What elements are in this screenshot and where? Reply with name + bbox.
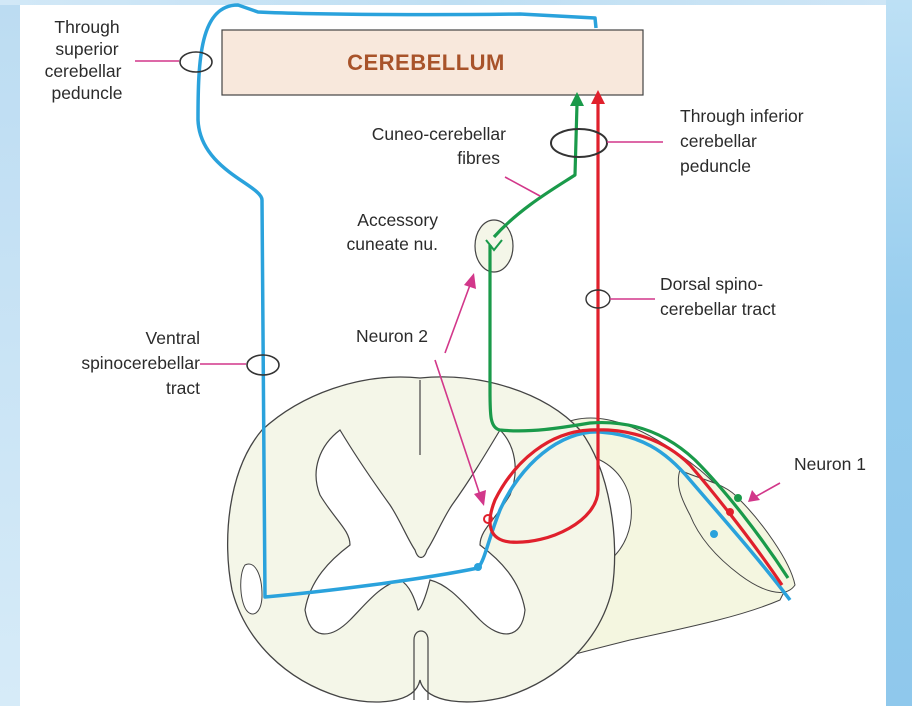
- label-accessory-2: cuneate nu.: [347, 234, 438, 254]
- label-inferior-peduncle-3: peduncle: [680, 156, 751, 176]
- label-inferior-peduncle-1: Through inferior: [680, 106, 804, 126]
- ventral-neuron2-soma: [474, 563, 482, 571]
- label-superior-peduncle-4: peduncle: [51, 83, 122, 103]
- label-inferior-peduncle-2: cerebellar: [680, 131, 757, 151]
- label-ventral-tract-2: spinocerebellar: [81, 353, 200, 373]
- dorsal-neuron1-soma: [726, 508, 734, 516]
- label-dorsal-tract-1: Dorsal spino-: [660, 274, 763, 294]
- label-cuneo-2: fibres: [457, 148, 500, 168]
- label-cuneo-1: Cuneo-cerebellar: [372, 124, 506, 144]
- accessory-cuneate-nucleus: [475, 220, 513, 272]
- spinal-cord-outline: [228, 377, 615, 702]
- ventral-neuron1-soma: [710, 530, 718, 538]
- label-superior-peduncle-1: Through: [54, 17, 119, 37]
- label-neuron-1: Neuron 1: [794, 454, 866, 474]
- label-neuron-2: Neuron 2: [356, 326, 428, 346]
- label-ventral-tract-1: Ventral: [146, 328, 200, 348]
- label-superior-peduncle-2: superior: [55, 39, 118, 59]
- label-dorsal-tract-2: cerebellar tract: [660, 299, 776, 319]
- label-superior-peduncle-3: cerebellar: [45, 61, 122, 81]
- superior-peduncle-ring: [180, 52, 212, 72]
- cerebellum-label: CEREBELLUM: [347, 50, 505, 75]
- cuneo-neuron1-soma: [734, 494, 742, 502]
- label-accessory-1: Accessory: [357, 210, 438, 230]
- label-ventral-tract-3: tract: [166, 378, 200, 398]
